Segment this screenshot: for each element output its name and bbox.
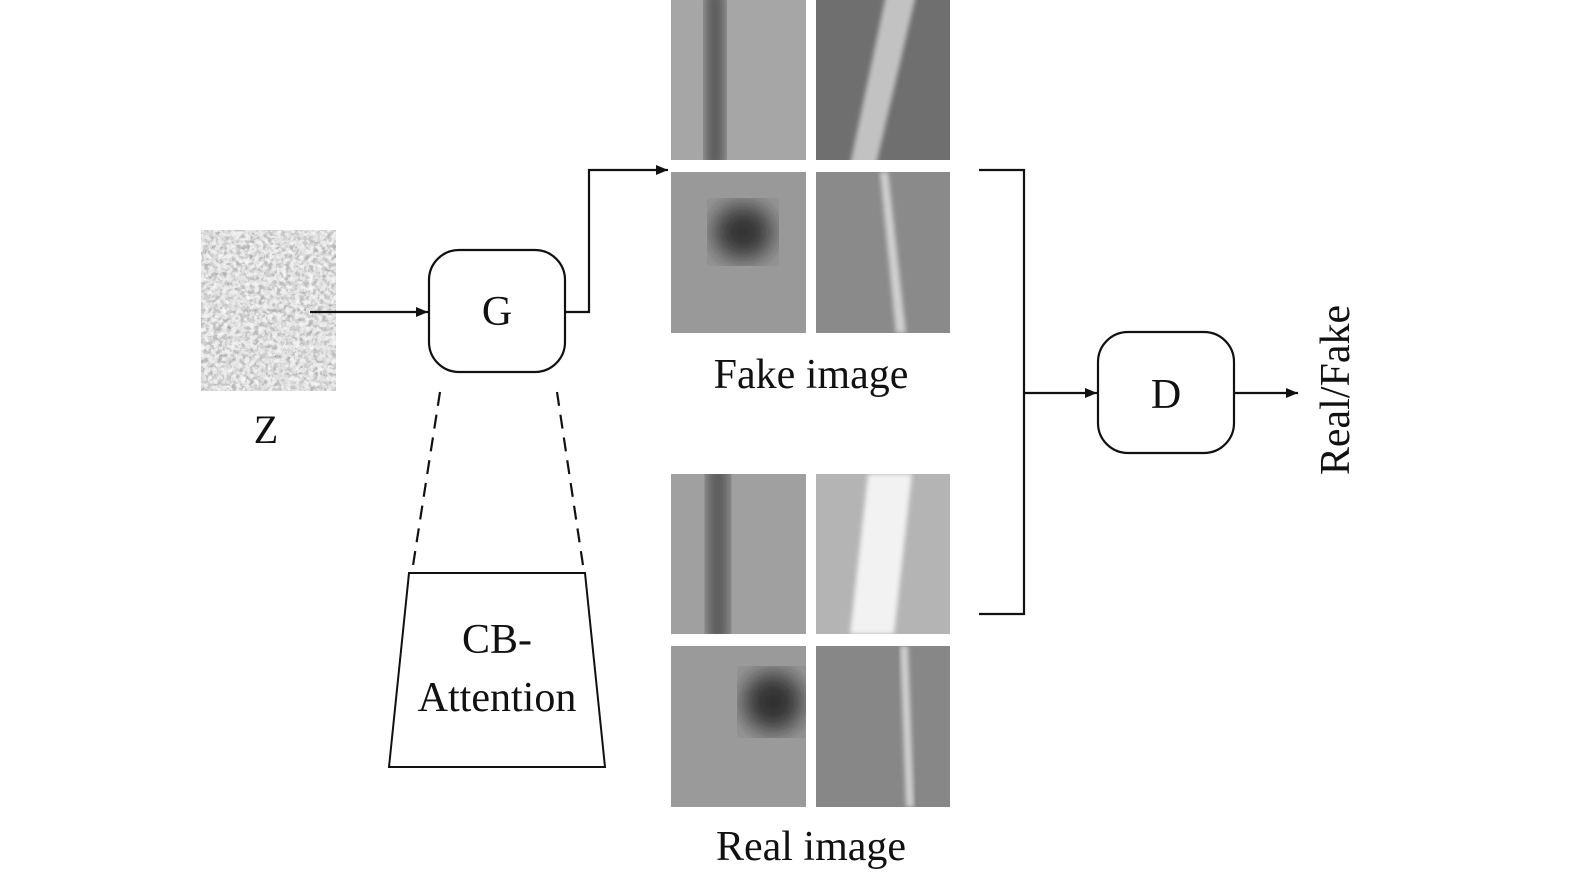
fake-image-grid: Fake image — [671, 0, 950, 398]
real-image-caption: Real image — [716, 824, 906, 870]
fake-patch-1 — [671, 0, 806, 160]
attention-label-line1: CB- — [462, 617, 532, 663]
generator-label: G — [482, 289, 512, 335]
real-image-grid: Real image — [671, 474, 950, 870]
generator-block: G — [427, 248, 567, 374]
real-patch-3 — [671, 646, 806, 807]
cb-attention-module: CB- Attention — [387, 572, 607, 768]
attention-label-line2: Attention — [418, 675, 577, 721]
noise-input: Z — [201, 230, 336, 452]
zoom-line-right — [555, 391, 586, 573]
merge-bracket — [979, 168, 1026, 616]
fake-patch-2 — [816, 0, 950, 160]
real-patch-4 — [816, 646, 950, 807]
output-label: Real/Fake — [1313, 305, 1359, 475]
arrow-generator-to-fake-images — [566, 165, 668, 314]
discriminator-block: D — [1096, 330, 1236, 455]
real-patch-1 — [671, 474, 806, 634]
real-patch-2 — [816, 474, 950, 634]
noise-label: Z — [254, 407, 278, 452]
discriminator-label: D — [1151, 372, 1181, 418]
zoom-line-left — [410, 391, 442, 573]
noise-image — [201, 230, 336, 391]
attention-trapezoid — [387, 572, 607, 768]
fake-patch-3 — [671, 172, 806, 333]
fake-patch-4 — [816, 172, 950, 333]
generator-box — [427, 248, 567, 374]
fake-image-caption: Fake image — [714, 352, 909, 398]
discriminator-box — [1096, 330, 1236, 455]
